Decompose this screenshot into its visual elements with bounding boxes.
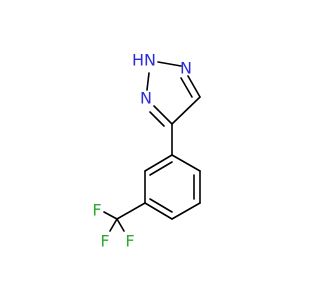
atom-n2-label: N bbox=[180, 59, 192, 78]
bond-n2-c5 bbox=[187, 75, 201, 98]
atom-n1-hydrogen: H bbox=[132, 51, 144, 70]
atom-f1-label: F bbox=[92, 201, 101, 220]
bond-ph-6-1-double bbox=[149, 161, 173, 176]
bond-c-f2 bbox=[109, 218, 118, 232]
bond-ph-4-5 bbox=[144, 202, 173, 220]
atom-f3-label: F bbox=[125, 232, 134, 251]
atom-n1-label: N bbox=[144, 51, 156, 70]
bond-ph-1-2 bbox=[171, 154, 201, 172]
bond-c-f3 bbox=[116, 218, 125, 232]
bond-phenyl-cf3 bbox=[116, 202, 146, 220]
bond-c-f1 bbox=[103, 211, 118, 220]
atom-n3-label: N bbox=[140, 89, 152, 108]
atom-f2-label: F bbox=[100, 232, 109, 251]
bond-n3-n1 bbox=[146, 72, 150, 91]
bond-n2-c5-double bbox=[180, 77, 193, 98]
bond-c4-n3 bbox=[153, 105, 173, 125]
bond-ph-4-5-double bbox=[149, 198, 173, 213]
bond-ph-3-4 bbox=[171, 202, 201, 220]
molecule-structure: H N N N F F F bbox=[92, 51, 201, 251]
bond-c4-n3-double bbox=[149, 111, 165, 127]
bond-n1-n2 bbox=[157, 61, 182, 67]
bond-ph-6-1 bbox=[144, 154, 173, 172]
bond-c5-c4 bbox=[171, 96, 201, 125]
